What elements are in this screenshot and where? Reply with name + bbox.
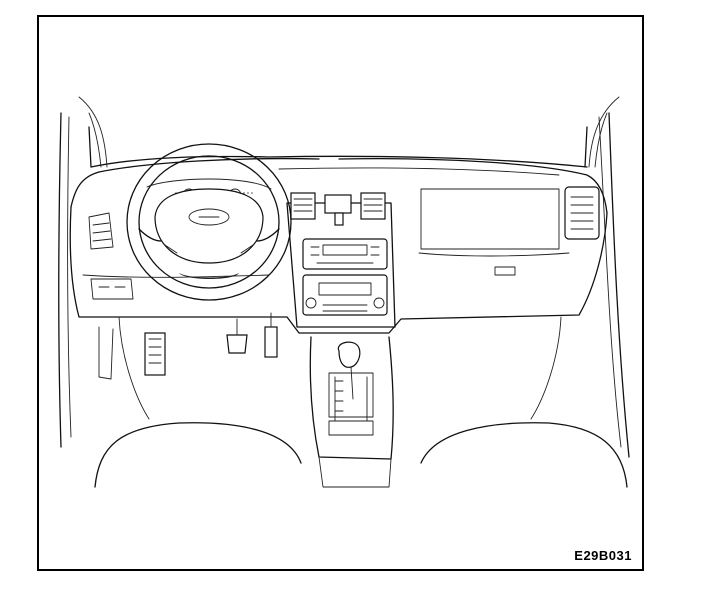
center-stack <box>286 192 396 328</box>
figure-id-label: E29B031 <box>574 548 632 563</box>
dashboard-top <box>70 155 608 214</box>
seats <box>94 316 628 488</box>
figure-frame: E29B031 <box>37 15 644 571</box>
pedals <box>98 312 278 380</box>
dashboard-illustration <box>58 96 630 488</box>
a-pillar-left <box>58 112 92 448</box>
a-pillar-right <box>584 112 630 458</box>
steering-wheel <box>126 143 292 301</box>
windshield-frame <box>78 96 620 168</box>
center-console <box>309 336 394 488</box>
